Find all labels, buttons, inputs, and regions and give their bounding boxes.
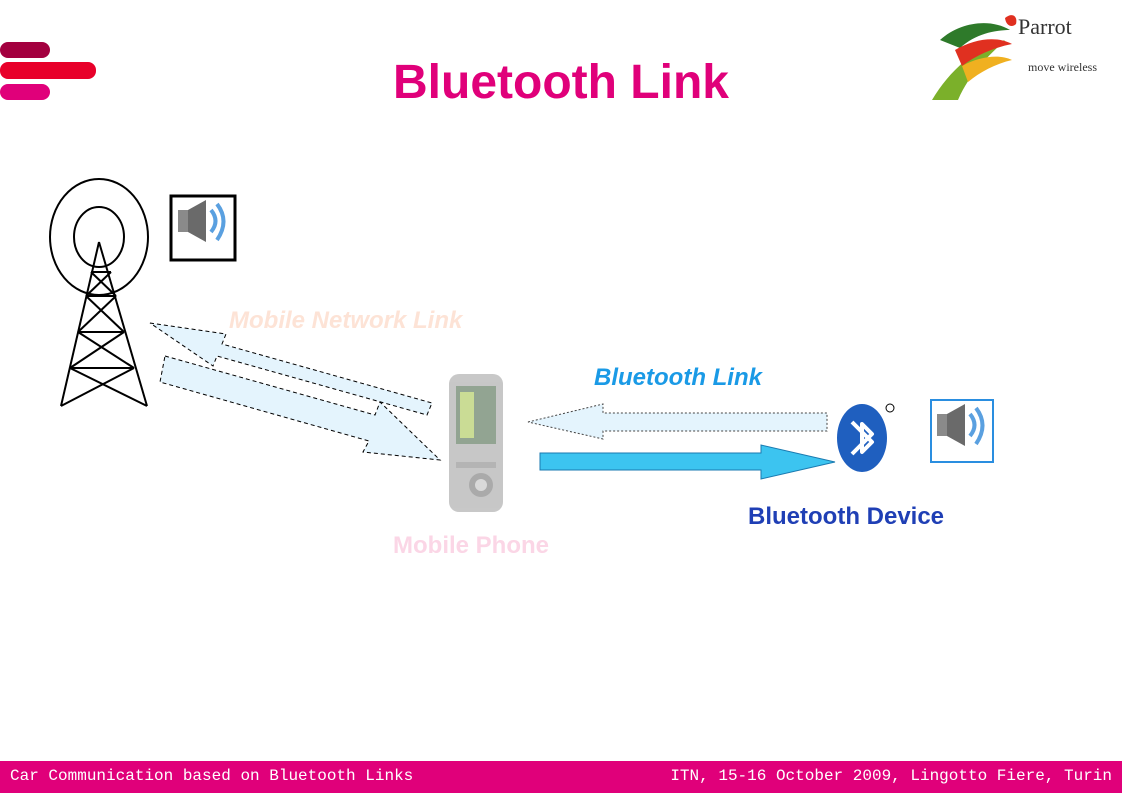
radio-tower-icon [49, 178, 149, 407]
mobile-phone-label: Mobile Phone [393, 532, 549, 559]
slide-title: Bluetooth Link [393, 56, 729, 109]
corner-bars-decoration [0, 42, 96, 100]
logo-tagline: move wireless [1028, 60, 1097, 74]
mobile-network-arrows [149, 322, 442, 461]
footer-bar [0, 761, 1122, 793]
footer-left-text: Car Communication based on Bluetooth Lin… [10, 767, 414, 785]
footer-right-text: ITN, 15-16 October 2009, Lingotto Fiere,… [670, 767, 1112, 785]
speaker-icon-right [930, 399, 994, 463]
speaker-icon-left [169, 194, 237, 262]
bluetooth-link-arrows [527, 403, 836, 480]
parrot-logo-icon [932, 15, 1017, 100]
bluetooth-link-label: Bluetooth Link [594, 364, 762, 391]
mobile-phone-icon [449, 374, 503, 512]
logo-name: Parrot [1018, 14, 1072, 39]
bluetooth-device-label: Bluetooth Device [748, 503, 945, 530]
mobile-network-link-label: Mobile Network Link [229, 307, 463, 334]
bluetooth-logo-icon [837, 403, 895, 472]
